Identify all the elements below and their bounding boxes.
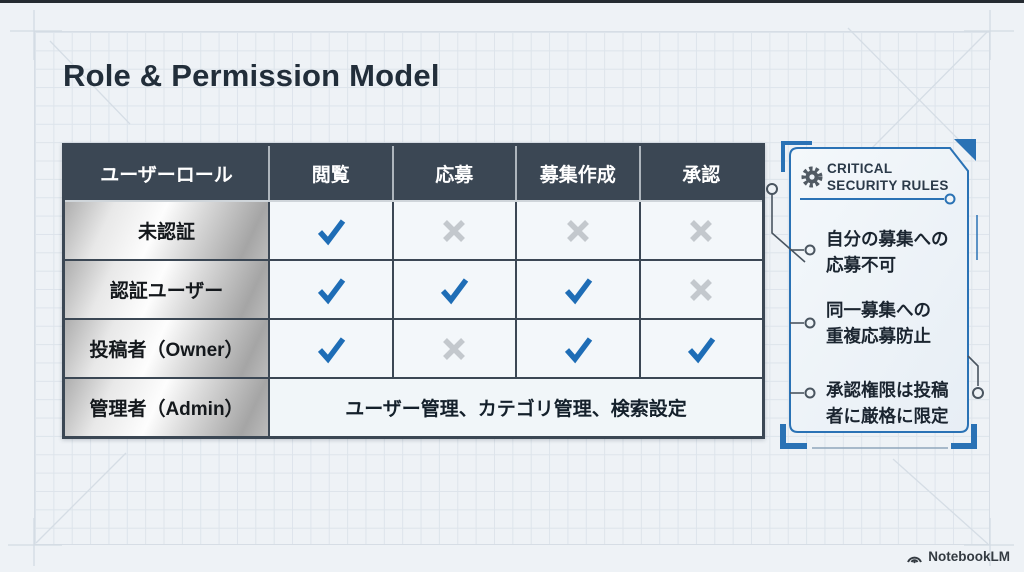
brand-label: NotebookLM — [928, 549, 1010, 564]
table-body: 未認証認証ユーザー投稿者（Owner）管理者（Admin）ユーザー管理、カテゴリ… — [65, 200, 762, 436]
permission-cell-r1-c3 — [640, 261, 762, 318]
security-panel-title: CRITICAL SECURITY RULES — [827, 161, 949, 193]
security-rule-3: 承認権限は投稿 者に厳格に限定 — [826, 380, 949, 426]
row-label: 未認証 — [65, 202, 268, 259]
permission-cell-r1-c0 — [270, 261, 392, 318]
row-label: 管理者（Admin） — [65, 379, 268, 436]
check-icon — [317, 336, 345, 363]
page-title: Role & Permission Model — [63, 58, 440, 93]
cross-icon — [443, 219, 466, 242]
check-icon — [317, 277, 345, 304]
permission-cell-r0-c1 — [393, 202, 515, 259]
cross-icon — [566, 219, 589, 242]
cross-icon — [690, 278, 713, 301]
cross-icon — [443, 337, 466, 360]
permission-cell-r1-c2 — [517, 261, 639, 318]
permission-cell-r2-c3 — [640, 320, 762, 377]
permission-cell-r0-c3 — [640, 202, 762, 259]
top-edge-strip — [0, 0, 1024, 3]
header-view: 閲覧 — [268, 146, 392, 200]
permission-cell-r2-c2 — [517, 320, 639, 377]
permission-cell-r0-c0 — [270, 202, 392, 259]
permission-cell-r2-c1 — [393, 320, 515, 377]
table-header-row: ユーザーロール 閲覧 応募 募集作成 承認 — [65, 146, 762, 200]
header-create-listing: 募集作成 — [515, 146, 639, 200]
row-label: 認証ユーザー — [65, 261, 268, 318]
check-icon — [317, 218, 345, 245]
security-rule-2: 同一募集への 重複応募防止 — [826, 300, 931, 346]
permission-cell-r1-c1 — [393, 261, 515, 318]
notebooklm-logo-icon — [907, 556, 923, 563]
header-approve: 承認 — [638, 146, 763, 200]
notebooklm-brand: NotebookLM — [906, 549, 1010, 564]
check-icon — [441, 277, 469, 304]
permission-cell-r2-c0 — [270, 320, 392, 377]
security-rule-1: 自分の募集への 応募不可 — [826, 229, 949, 275]
permission-cell-r0-c2 — [517, 202, 639, 259]
admin-span-cell: ユーザー管理、カテゴリ管理、検索設定 — [270, 379, 762, 436]
check-icon — [688, 336, 716, 363]
header-apply: 応募 — [391, 146, 516, 200]
header-user-role: ユーザーロール — [100, 164, 233, 186]
check-icon — [564, 277, 592, 304]
permission-table: ユーザーロール 閲覧 応募 募集作成 承認 未認証認証ユーザー投稿者（Owner… — [62, 143, 765, 439]
row-label: 投稿者（Owner） — [65, 320, 268, 377]
cross-icon — [690, 219, 713, 242]
check-icon — [564, 336, 592, 363]
